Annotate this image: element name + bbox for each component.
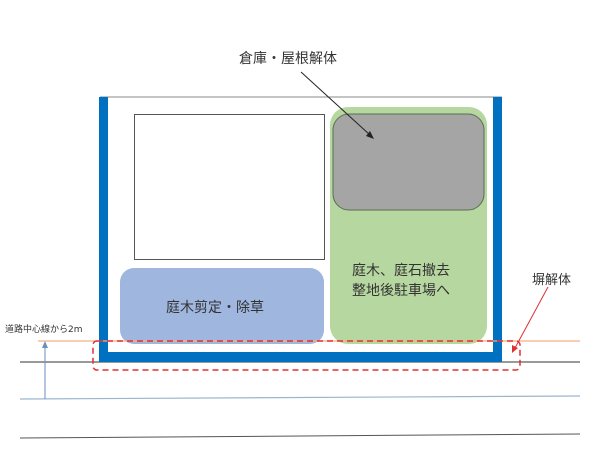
fence-callout-arrow <box>514 286 549 349</box>
warehouse-arrowhead-icon <box>366 131 374 139</box>
fence-demolition-area <box>92 340 521 371</box>
pruning-zone <box>120 268 324 344</box>
setback-arrowhead-icon <box>42 341 48 348</box>
warehouse-callout-arrow <box>300 71 371 136</box>
warehouse-zone <box>332 113 485 211</box>
garden-trees-label-line1: 庭木、庭石撤去 <box>352 263 450 279</box>
road-center-line <box>19 395 581 400</box>
road-far-line <box>19 433 581 439</box>
house-outline <box>134 114 325 260</box>
fence-arrowhead-icon <box>512 345 518 353</box>
pruning-weeding-label: 庭木剪定・除草 <box>166 300 264 316</box>
garden-trees-label-line2: 整地後駐車場へ <box>352 283 450 299</box>
property-front-wall <box>99 352 502 362</box>
warehouse-roof-label: 倉庫・屋根解体 <box>239 51 337 67</box>
road-setback-label: 道路中心線から2m <box>5 325 83 335</box>
property-right-wall <box>493 97 502 362</box>
fence-demolition-label: 塀解体 <box>532 273 572 288</box>
property-left-wall <box>99 97 108 362</box>
